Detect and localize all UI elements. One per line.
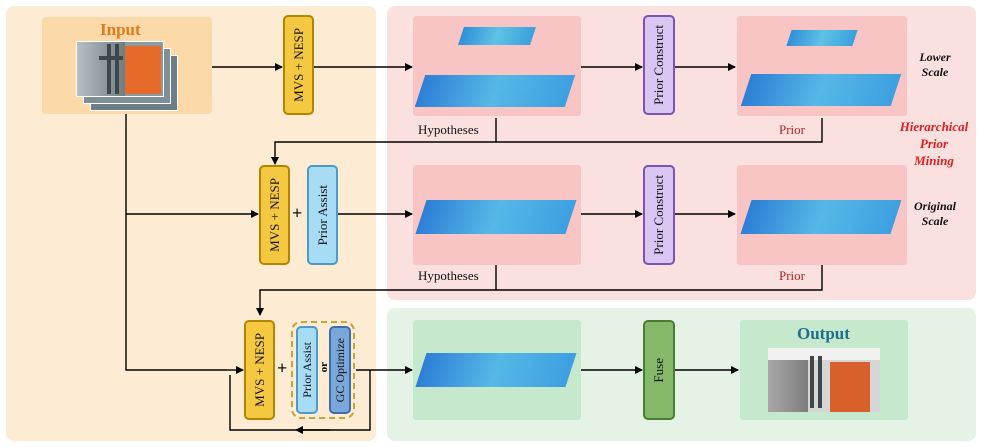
output-title: Output — [797, 324, 850, 343]
input-image-stack — [76, 41, 181, 111]
output-point-cloud — [768, 348, 880, 412]
fuse-label: Fuse — [651, 357, 666, 383]
prior-map-middle — [740, 200, 902, 234]
plus-sign-middle: + — [292, 203, 303, 223]
original-scale-line2: Scale — [921, 214, 949, 228]
gc-optimize-label: GC Optimize — [332, 337, 347, 403]
hierarchical-prior-mining-label: Hierarchical Prior Mining — [888, 118, 980, 169]
prior-assist-bottom-label: Prior Assist — [299, 342, 314, 398]
prior-middle-label: Prior — [779, 268, 805, 283]
prior-map-large-top — [740, 74, 902, 106]
original-scale-line1: Original — [913, 199, 956, 213]
depth-map-bottom — [415, 353, 577, 387]
fuse-box: Fuse — [643, 320, 675, 420]
hypotheses-top-label: Hypotheses — [418, 122, 479, 137]
mvs-nesp-top-box: MVS + NESP — [283, 15, 314, 115]
depth-map-large-top — [414, 75, 576, 107]
gc-optimize-box: GC Optimize — [329, 326, 351, 414]
mvs-nesp-top-label: MVS + NESP — [290, 28, 306, 102]
prior-map-small-top — [786, 30, 858, 46]
prior-construct-middle-box: Prior Construct — [643, 165, 675, 265]
mvs-nesp-bottom-label: MVS + NESP — [251, 333, 267, 407]
input-image-front — [76, 41, 164, 97]
original-scale-label: Original Scale — [906, 199, 964, 229]
plus-sign-bottom: + — [277, 358, 288, 378]
hierarchical-line1: Hierarchical — [899, 119, 969, 134]
mvs-nesp-middle-box: MVS + NESP — [259, 165, 290, 265]
depth-map-middle — [415, 200, 577, 234]
mvs-nesp-bottom-box: MVS + NESP — [244, 320, 275, 420]
prior-top-label: Prior — [779, 122, 805, 137]
prior-assist-middle-box: Prior Assist — [307, 165, 338, 265]
lower-scale-label: Lower Scale — [910, 50, 960, 80]
mvs-nesp-middle-label: MVS + NESP — [266, 178, 282, 252]
hypotheses-middle-label: Hypotheses — [418, 268, 479, 283]
lower-scale-line2: Scale — [921, 65, 949, 79]
or-label: or — [318, 362, 330, 373]
prior-construct-top-box: Prior Construct — [643, 15, 675, 115]
depth-map-small-top — [458, 27, 536, 45]
prior-assist-middle-label: Prior Assist — [314, 184, 330, 246]
hierarchical-line3: Mining — [914, 153, 954, 168]
assist-or-optimize-group — [291, 321, 355, 419]
lower-scale-line1: Lower — [919, 50, 951, 64]
prior-construct-top-label: Prior Construct — [651, 25, 666, 105]
prior-assist-bottom-box: Prior Assist — [296, 326, 318, 414]
prior-construct-middle-label: Prior Construct — [651, 175, 666, 255]
hierarchical-line2: Prior — [919, 136, 949, 151]
input-title: Input — [100, 20, 141, 39]
